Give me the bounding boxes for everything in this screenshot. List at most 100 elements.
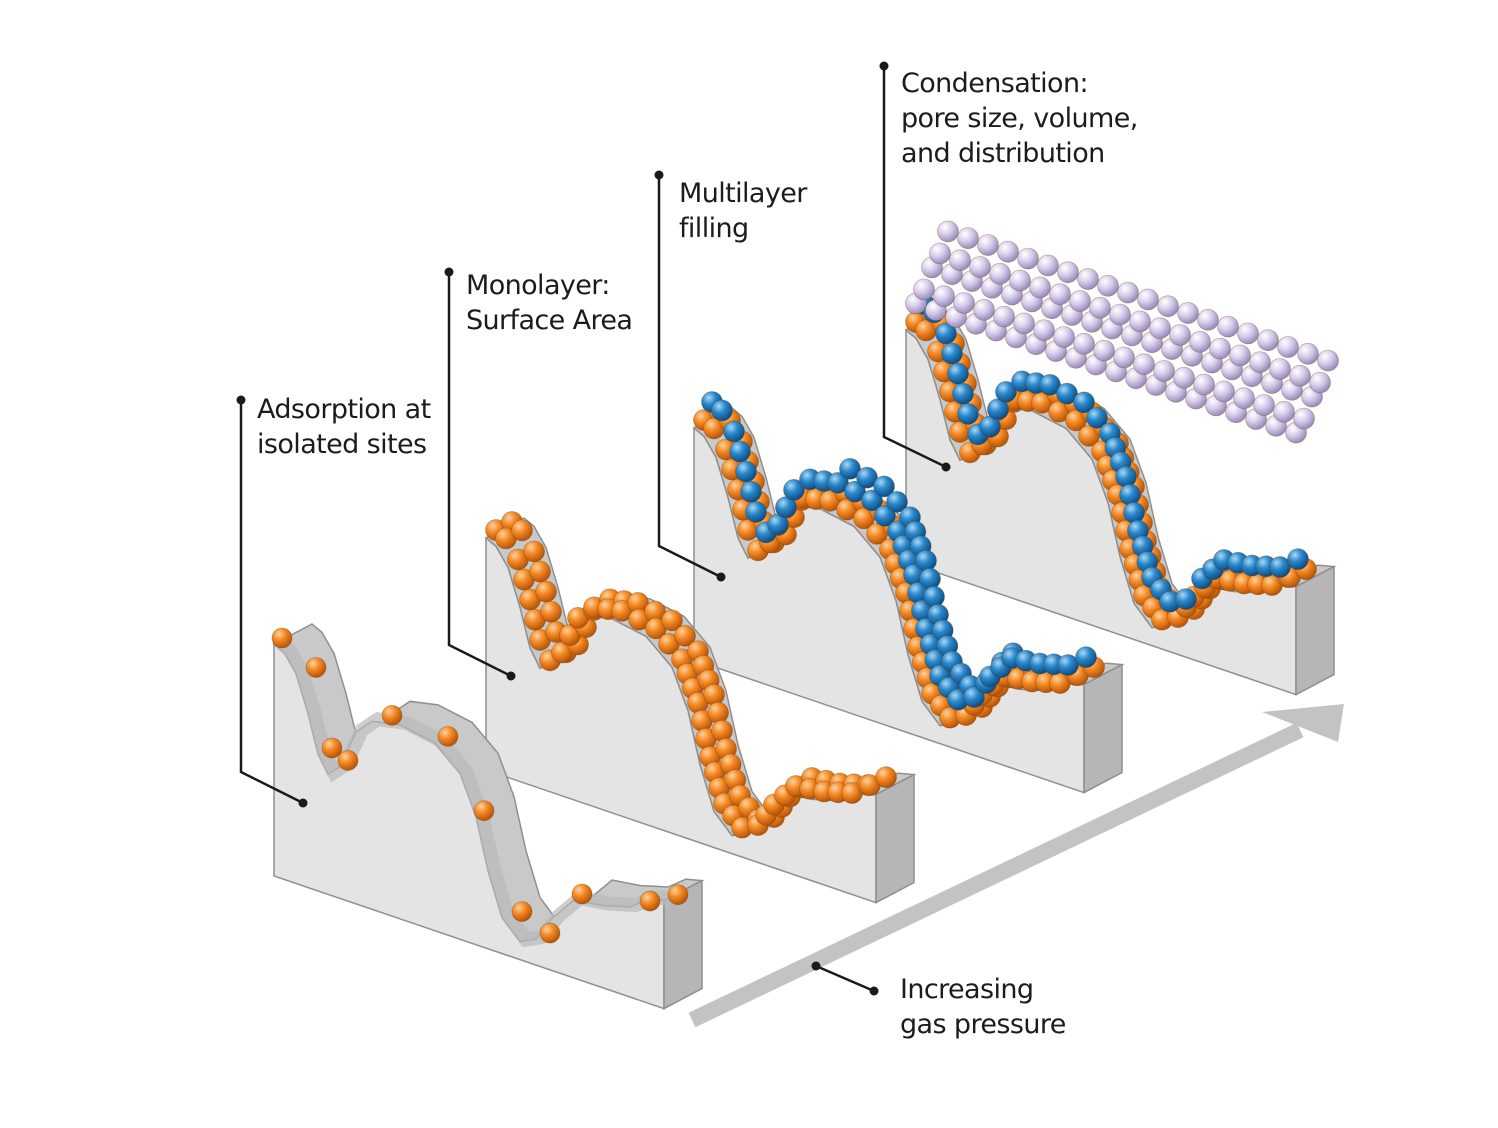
arrow-head-icon [1262,704,1344,742]
leader-isolated [239,400,304,805]
blue-molecule [1075,646,1097,669]
orange-molecule [529,560,551,583]
leader-dot-icon [811,961,821,971]
label-condensation-line-1: Condensation: [901,68,1089,99]
lilac-molecule [913,278,935,301]
lilac-molecule [1233,387,1255,410]
molecule-layer [271,627,689,948]
orange-molecule [511,901,533,922]
leader-multilayer [657,175,722,579]
lilac-molecule [1017,247,1039,270]
blue-molecule [1119,483,1141,506]
lilac-molecule [1277,336,1299,358]
leader-dot-icon [236,395,246,405]
blue-molecule [839,457,861,480]
blue-molecule [935,322,957,345]
blue-molecule [827,471,849,494]
lilac-molecule [1189,330,1211,353]
orange-molecule [661,609,683,632]
blue-molecule [723,420,745,443]
blue-molecule [995,380,1017,403]
lilac-molecule [1113,346,1135,369]
lilac-molecule [1253,394,1275,416]
label-multilayer-line-2: filling [679,213,749,244]
leader-dot-icon [298,798,308,808]
blue-molecule [735,460,757,483]
orange-molecule [539,922,561,944]
lilac-molecule [1217,315,1239,338]
orange-molecule [337,750,359,771]
lilac-molecule [1213,380,1235,403]
orange-molecule [321,737,343,759]
blue-molecule [844,480,866,503]
orange-molecule [667,884,689,905]
leader-dot-icon [869,986,879,996]
lilac-molecule [1049,283,1071,306]
molecule-layer [905,220,1339,631]
lilac-molecule [1029,276,1051,299]
label-monolayer-line-2: Surface Area [466,305,633,336]
blue-molecule [1115,465,1137,488]
lilac-molecule [1273,400,1295,423]
lilac-molecule [989,262,1011,285]
lilac-molecule [1317,349,1339,372]
leader-dot-icon [716,572,726,582]
label-pressure-line-1: Increasing [900,974,1034,1005]
label-condensation-line-2: pore size, volume, [901,103,1138,134]
lilac-molecule [1053,326,1075,348]
blue-molecule [1287,548,1309,571]
blue-molecule [952,382,974,405]
label-condensation-line-3: and distribution [901,138,1105,169]
lilac-molecule [1237,322,1259,345]
leader-dot-icon [654,170,664,180]
orange-molecule [571,883,593,905]
blue-molecule [711,399,733,422]
blue-molecule [886,490,908,513]
blue-molecule [740,480,762,503]
blue-molecule [1123,501,1145,524]
blue-molecule [874,504,896,527]
lilac-molecule [1077,268,1099,290]
lilac-molecule [993,305,1015,328]
label-isolated-line-1: Adsorption at [257,394,431,425]
lilac-molecule [1149,317,1171,340]
label-monolayer-line-1: Monolayer: [466,270,610,301]
blue-molecule [1175,588,1197,610]
lilac-molecule [1177,302,1199,324]
blue-molecule [861,489,883,512]
lilac-molecule [1169,324,1191,346]
blue-molecule [923,585,945,608]
lilac-molecule [1093,339,1115,362]
orange-molecule [523,540,545,563]
block-side-face [875,773,915,904]
lilac-molecule [1033,319,1055,342]
blue-molecule [783,478,805,501]
lilac-molecule [953,292,975,314]
pore-block-stage-2 [484,511,917,904]
leader-dot-icon [444,267,454,277]
leader-dot-icon [506,671,516,681]
pore-block-stage-4 [904,220,1339,696]
block-side-face [1083,663,1123,794]
orange-molecule [674,624,696,647]
orange-molecule [875,766,897,789]
leader-lines [236,61,951,996]
lilac-molecule [1133,353,1155,376]
lilac-molecule [1009,269,1031,292]
blue-molecule [856,466,878,489]
lilac-molecule [969,256,991,278]
orange-molecule [639,890,661,912]
lilac-molecule [933,285,955,308]
lilac-molecule [1197,308,1219,331]
blue-molecule [873,475,895,498]
molecule-layer [693,391,1105,729]
pressure-arrow-shaft [688,722,1304,1028]
lilac-molecule [1069,290,1091,312]
pressure-arrow [688,704,1344,1028]
orange-molecule [271,627,293,649]
orange-molecule [711,719,733,742]
lilac-molecule [1257,329,1279,352]
label-pressure-line-2: gas pressure [900,1009,1066,1040]
lilac-molecule [929,242,951,265]
